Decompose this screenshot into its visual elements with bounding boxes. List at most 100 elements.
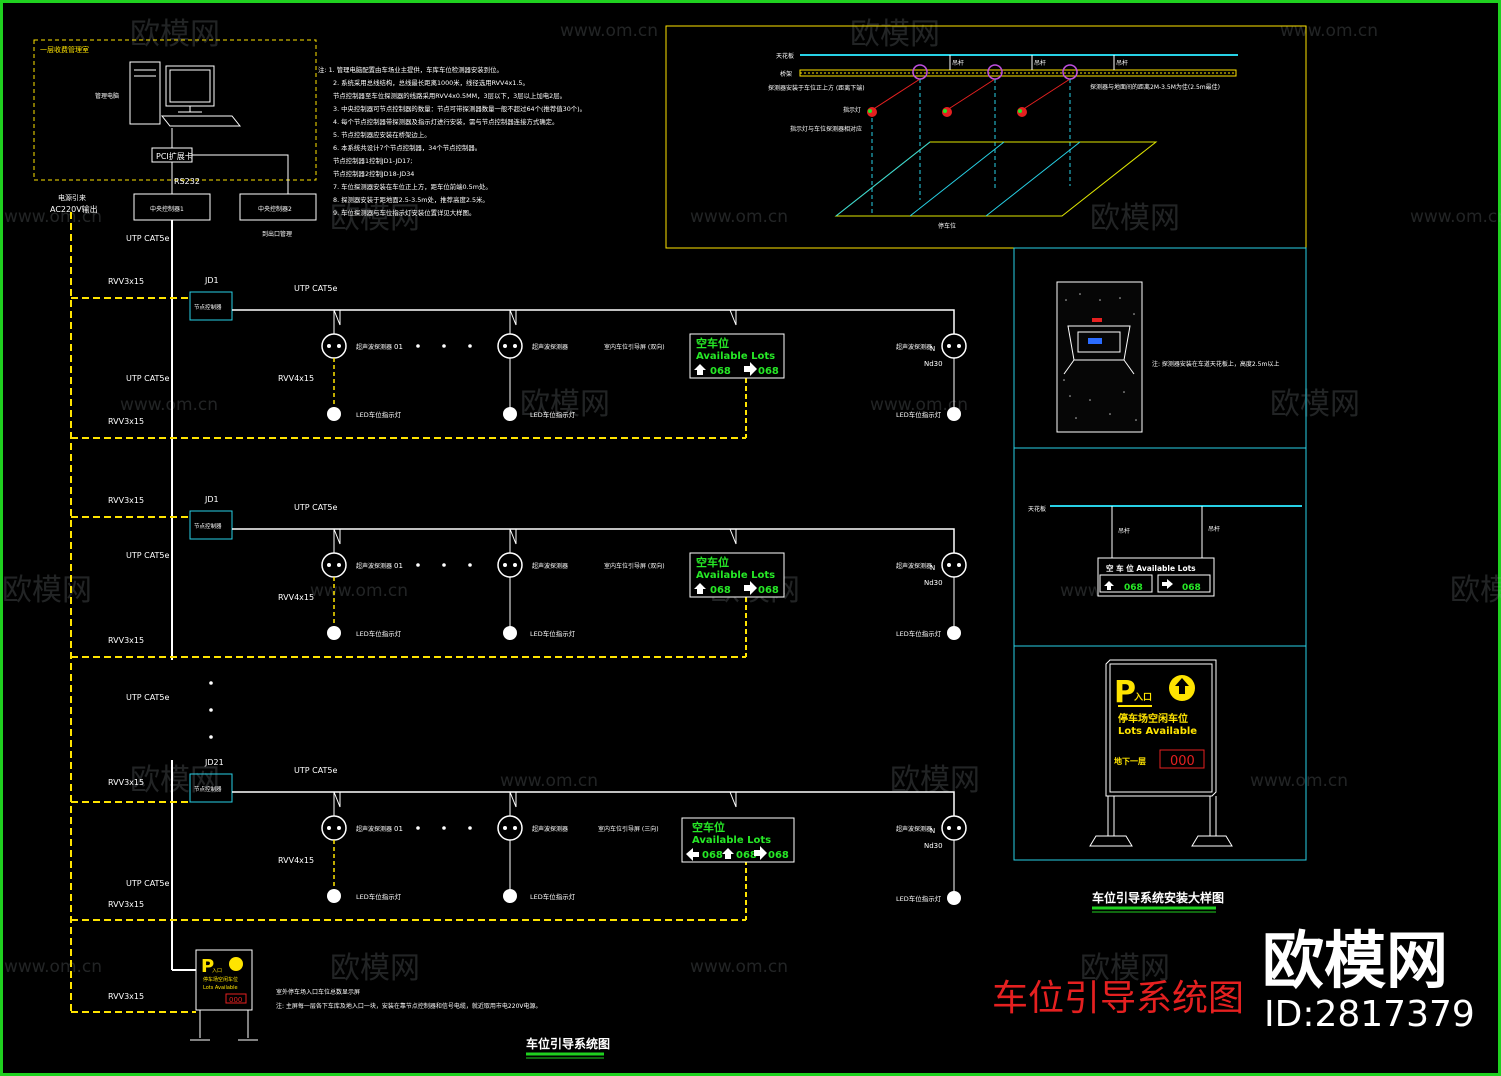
diagram-caption: 车位引导系统图 (526, 1036, 610, 1051)
parking-label: 停车位 (938, 222, 956, 230)
node-controller-label: 节点控制器 (194, 522, 222, 530)
central-controller-2 (239, 193, 317, 221)
power-output-label: AC220V输出 (50, 204, 98, 214)
design-notes: 注: 1. 管理电脑配置由车场业主提供，车库车位检测器安装到位。 2. 系统采用… (318, 65, 586, 217)
rvv4-label: RVV4x15 (278, 593, 314, 602)
rvv-label: RVV3x15 (108, 636, 144, 645)
detector-label: 超声波探测器 (356, 825, 392, 833)
note-line: 5. 节点控制器应安装在桥架边上。 (333, 130, 431, 139)
led-label: LED车位指示灯 (530, 410, 576, 419)
central-controller-2-label: 中央控制器2 (258, 205, 292, 213)
screen-count: 068 (758, 585, 779, 596)
led-note: 指示灯与车位探测器相对应 (790, 125, 862, 133)
utp-label: UTP CAT5e (294, 284, 338, 293)
sequence-label: 01 (394, 825, 403, 833)
watermark-brand: 欧模网 (130, 17, 220, 52)
computer-label: 管理电脑 (95, 92, 119, 100)
detail-mid2-panel: 天花板 吊杆 吊杆 空 车 位 Available Lots 068 068 (1013, 447, 1307, 647)
detail-mid-panel: 注: 探测器安装在车道天花板上，高度2.5m以上 (1013, 247, 1307, 449)
arrow-right-icon (744, 581, 757, 595)
rvv4-label: RVV4x15 (278, 374, 314, 383)
entry-sign-small: P 入口 停车场空闲车位 Lots Available 000 室外停车场入口车… (190, 949, 542, 1041)
screen-count: 068 (710, 366, 731, 377)
install-caption: 车位引导系统安装大样图 (1092, 890, 1224, 905)
watermark-site: www.om.cn (120, 395, 218, 415)
led-label: LED车位指示灯 (356, 892, 402, 901)
arrow-right-icon (744, 362, 757, 376)
ultrasonic-detector (941, 815, 967, 841)
arrow-up-icon (694, 364, 706, 375)
ceiling-label: 天花板 (776, 52, 794, 60)
entry-sign-entry: 入口 (212, 968, 222, 974)
screen-subtitle: Available Lots (692, 835, 771, 846)
entry-sign-p: P (201, 956, 214, 977)
control-room-box (33, 39, 317, 181)
nd30-label: Nd30 (924, 579, 943, 587)
ceiling-label: 天花板 (1028, 505, 1046, 513)
watermark-site: www.om.cn (690, 957, 788, 977)
led-indicator (327, 407, 341, 421)
utp-label: UTP CAT5e (126, 693, 170, 702)
info-screen-label: 室内车位引导屏 (双向) (604, 562, 665, 570)
nd30-label: Nd30 (924, 360, 943, 368)
detector-note: 探测器安装于车位正上方 (距离下端) (768, 84, 865, 92)
utp-label: UTP CAT5e (126, 234, 170, 243)
bracket-label: 吊杆 (952, 59, 964, 67)
rvv-label: RVV3x15 (108, 277, 144, 286)
watermark-site: www.om.cn (690, 207, 788, 227)
computer-icon (129, 61, 242, 127)
watermark-brand: 欧模网 (2, 573, 92, 608)
detector-label: 超声波探测器 (532, 825, 568, 833)
entry-sign-count: 000 (229, 996, 242, 1004)
screen-count: 068 (1182, 583, 1201, 593)
led-label: LED车位指示灯 (896, 629, 942, 638)
bracket-label: 吊杆 (1034, 59, 1046, 67)
note-line: 9. 车位探测器与车位指示灯安装位置详见大样图。 (333, 208, 475, 217)
guidance-screen (689, 333, 785, 379)
arrow-right-icon (754, 846, 767, 860)
watermark-brand: 欧模网 (1090, 201, 1180, 236)
watermark-brand: 欧模网 (520, 387, 610, 422)
watermark-site: www.om.cn (1280, 21, 1378, 41)
watermark-site: www.om.cn (1250, 771, 1348, 791)
rod-label: 吊杆 (1208, 525, 1220, 533)
jd-label: JD21 (204, 758, 224, 767)
led-label: LED车位指示灯 (896, 894, 942, 903)
led-indicator (503, 626, 517, 640)
ultrasonic-detector (321, 552, 347, 578)
node-controller-label: 节点控制器 (194, 785, 222, 793)
control-room: 一层收费管理室 管理电脑 PCI扩展卡 RS232 中央控制器1 中央控制器2 … (33, 39, 317, 238)
jd-label: JD1 (204, 495, 219, 504)
power-source-label: 电源引来 (58, 193, 86, 202)
node-controller (189, 773, 233, 803)
nd30-label: Nd30 (924, 842, 943, 850)
backbone: UTP CAT5e UTP CAT5e UTP CAT5e RVV3x15 (70, 212, 213, 1013)
watermark-site: www.om.cn (4, 207, 102, 227)
watermark-brand: 欧模网 (850, 17, 940, 52)
bus-row-2: RVV3x15 RVV3x15 UTP CAT5e JD1 节点控制器 UTP … (71, 495, 967, 658)
note-line: 2. 系统采用总线结构，总线最长距离1000米，线径选用RVV4x1.5。 (333, 78, 529, 87)
note-line: 注: 1. 管理电脑配置由车场业主提供，车库车位检测器安装到位。 (318, 65, 503, 74)
watermark-brand: 欧模网 (1080, 951, 1170, 986)
detector-label: 超声波探测器 (356, 562, 392, 570)
detector-label: 超声波探测器 (356, 343, 392, 351)
bus-row-3: RVV3x15 RVV3x15 JD21 节点控制器 UTP CAT5e 超声波… (71, 758, 967, 921)
watermark-brand: 欧模网 (330, 201, 420, 236)
led-indicator (947, 626, 961, 640)
watermark-site: www.om.cn (310, 581, 408, 601)
watermark-brand: 欧模网 (1270, 387, 1360, 422)
note-line: 4. 每个节点控制器带探测器及指示灯进行安装，需与节点控制器连接方式确定。 (333, 117, 558, 126)
trunk-label: 桥架 (780, 70, 792, 78)
central-controller-1-label: 中央控制器1 (150, 205, 184, 213)
bracket-label: 吊杆 (1116, 59, 1128, 67)
screen-title: 空车位 (696, 555, 729, 569)
arrow-up-icon (722, 848, 734, 859)
entry-sign-entry: 入口 (1133, 692, 1152, 703)
led-label: LED车位指示灯 (356, 410, 402, 419)
brand-id: ID:2817379 (1264, 994, 1475, 1035)
entry-sign-note: 注: 主屏每一层各下车库及地入口一块，安装在靠节点控制器和信号电缆，就近取用市电… (276, 1002, 542, 1010)
rvv4-label: RVV4x15 (278, 856, 314, 865)
watermark-brand: 欧模网 (1450, 573, 1501, 608)
